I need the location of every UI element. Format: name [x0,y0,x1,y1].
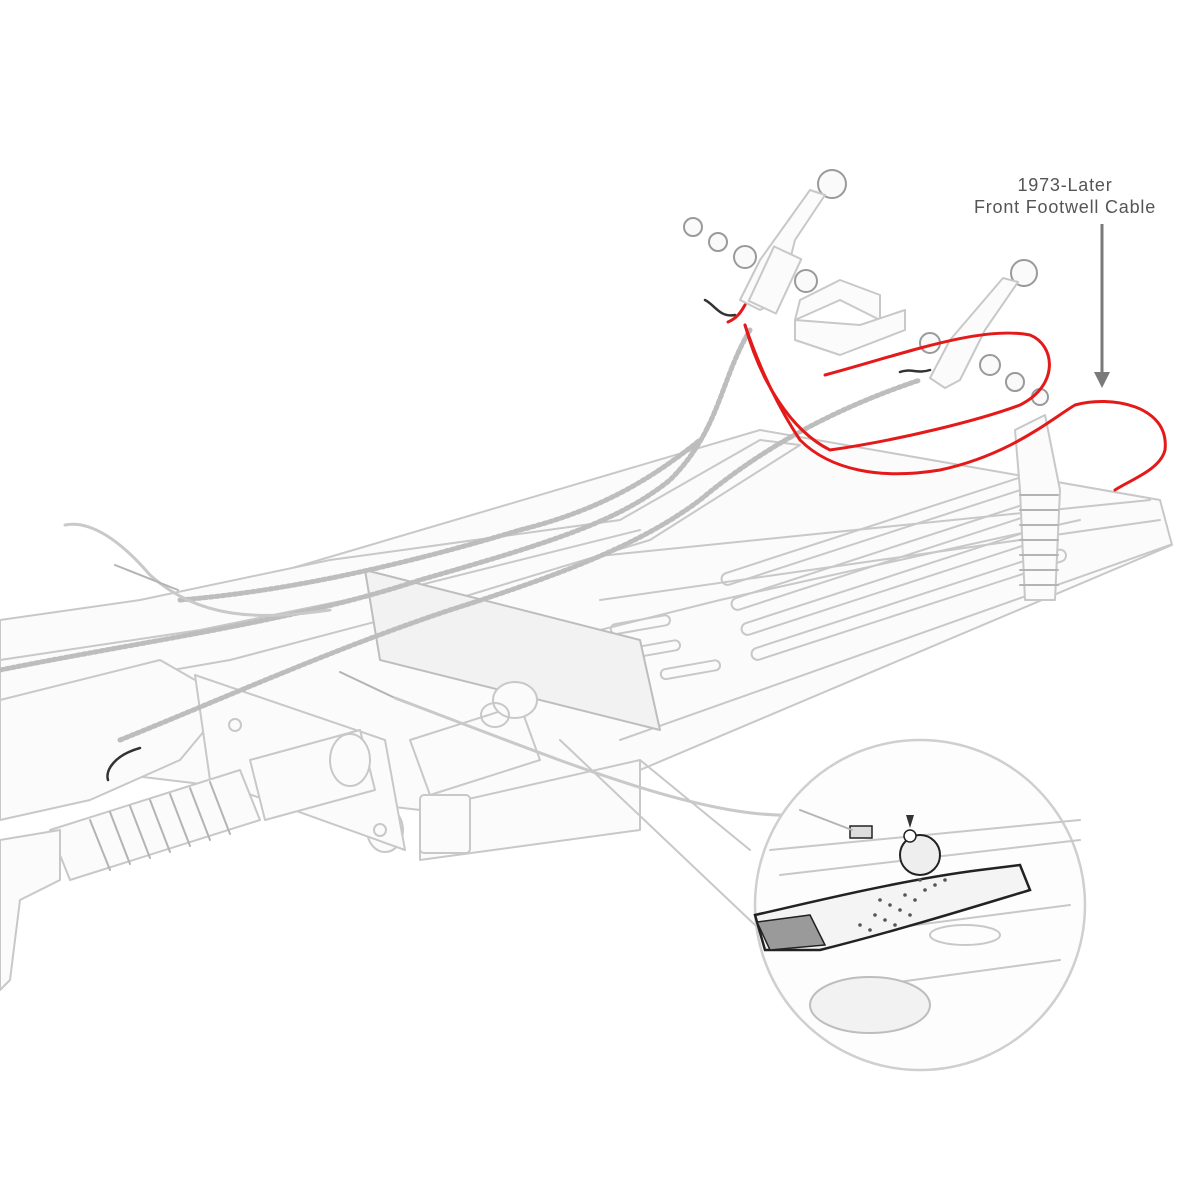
detail-inset [559,738,1087,1072]
arrow-down-icon [1094,224,1110,388]
callout-line-2: Front Footwell Cable [973,197,1157,217]
control-bracket [794,279,906,356]
grey-cables [0,327,923,817]
heater-tubes [0,681,541,991]
heater-hose-icon [49,769,261,881]
callout-line-1: 1973-Later [1017,175,1113,195]
control-lever-icon [898,259,1049,406]
control-lever-icon [683,169,847,317]
front-footwell-cable [726,303,1167,492]
footwell-hose [1014,414,1061,601]
cable-callout-label: 1973-Later Front Footwell Cable [930,174,1200,218]
footwell-vent-icon [753,834,1032,952]
